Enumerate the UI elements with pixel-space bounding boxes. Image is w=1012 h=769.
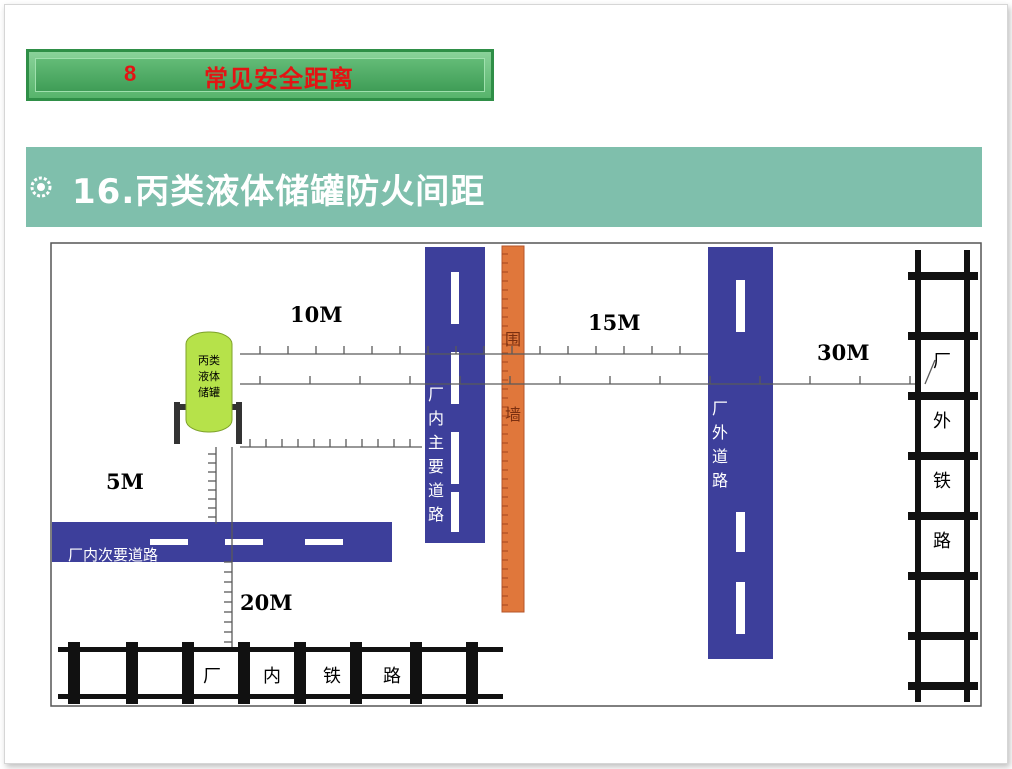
gear-bullet-icon	[30, 176, 52, 198]
main-road-char-4: 要	[428, 457, 444, 476]
main-road-char-6: 路	[428, 505, 444, 524]
railway-tie	[908, 452, 978, 460]
railway-tie	[238, 642, 250, 704]
main-road-char-2: 内	[428, 409, 444, 428]
railway-tie	[908, 572, 978, 580]
main-road-char-1: 厂	[428, 385, 444, 404]
outside-railway: 厂 外 铁 路	[908, 250, 978, 702]
outside-railway-char-2: 外	[933, 411, 951, 432]
outside-railway-char-1: 厂	[933, 351, 951, 372]
dimension-lines	[208, 346, 936, 647]
main-road-char-3: 主	[428, 433, 444, 452]
railway-tie	[466, 642, 478, 704]
inside-railway-char-4: 路	[383, 666, 401, 687]
tank-label-line-3: 储罐	[198, 385, 220, 399]
railway-tie	[68, 642, 80, 704]
wall-char-1: 围	[505, 330, 521, 349]
inside-railway-char-1: 厂	[203, 666, 221, 687]
distance-label-5m: 5M	[106, 469, 144, 494]
railway-tie	[908, 632, 978, 640]
railway-tie	[350, 642, 362, 704]
outside-road-char-3: 道	[712, 447, 728, 466]
outside-road-char-1: 厂	[712, 399, 728, 418]
enclosure-wall: 围 墙	[501, 245, 525, 613]
outside-railway-char-3: 铁	[933, 471, 951, 492]
inside-railway-char-2: 内	[263, 666, 281, 687]
railway-tie	[908, 512, 978, 520]
railway-tie	[410, 642, 422, 704]
subtitle-text: 16.丙类液体储罐防火间距	[72, 172, 486, 212]
distance-label-15m: 15M	[588, 310, 640, 335]
distance-label-10m: 10M	[290, 302, 342, 327]
inside-railway: 厂 内 铁 路	[58, 642, 503, 704]
storage-tank: 丙类 液体 储罐	[174, 331, 242, 444]
railway-tie	[908, 272, 978, 280]
outside-road-char-4: 路	[712, 471, 728, 490]
section-number: 8	[124, 61, 137, 86]
wall-char-2: 墙	[505, 405, 521, 424]
section-header-box	[26, 49, 494, 101]
tank-label-line-2: 液体	[198, 369, 220, 383]
distance-label-20m: 20M	[240, 590, 292, 615]
secondary-road-label: 厂内次要道路	[68, 546, 158, 564]
railway-tie	[126, 642, 138, 704]
railway-tie	[294, 642, 306, 704]
subtitle-banner	[26, 147, 982, 227]
fire-spacing-diagram: 厂 外 铁 路 厂 内 铁 路 厂内次要道路 厂 内 主 要 道 路	[50, 242, 982, 707]
railway-tie	[908, 682, 978, 690]
inside-railway-char-3: 铁	[323, 666, 341, 687]
outside-road-char-2: 外	[712, 423, 728, 442]
main-road-char-5: 道	[428, 481, 444, 500]
distance-label-30m: 30M	[817, 340, 869, 365]
main-road: 厂 内 主 要 道 路	[425, 247, 485, 543]
tank-label-line-1: 丙类	[198, 353, 220, 367]
outside-railway-char-4: 路	[933, 531, 951, 552]
section-title: 常见安全距离	[204, 65, 354, 93]
secondary-road: 厂内次要道路	[52, 522, 392, 564]
railway-tie	[908, 332, 978, 340]
railway-tie	[182, 642, 194, 704]
outside-road: 厂 外 道 路	[708, 247, 773, 659]
railway-tie	[908, 392, 978, 400]
